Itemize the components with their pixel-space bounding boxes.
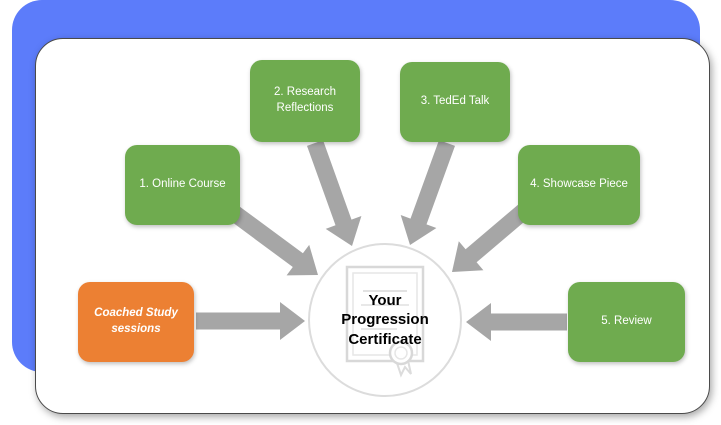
center-certificate-circle: Your Progression Certificate bbox=[308, 243, 462, 397]
center-title-line: Progression bbox=[341, 311, 429, 329]
node-label: 1. Online Course bbox=[139, 178, 226, 191]
certificate-icon bbox=[345, 265, 425, 378]
center-title-line: Certificate bbox=[348, 330, 422, 348]
node-research-reflections: 2. Research Reflections bbox=[250, 60, 360, 142]
node-label: 2. Research Reflections bbox=[273, 86, 336, 114]
node-label: Coached Study sessions bbox=[94, 307, 178, 335]
node-teded-talk: 3. TedEd Talk bbox=[400, 62, 510, 142]
center-title: Your Progression Certificate bbox=[341, 291, 429, 350]
node-review: 5. Review bbox=[568, 282, 685, 362]
node-label: 3. TedEd Talk bbox=[420, 95, 490, 108]
node-online-course: 1. Online Course bbox=[125, 145, 240, 225]
node-label: 5. Review bbox=[601, 315, 652, 328]
center-title-line: Your bbox=[368, 291, 402, 309]
node-showcase-piece: 4. Showcase Piece bbox=[518, 145, 640, 225]
node-label: 4. Showcase Piece bbox=[530, 178, 628, 191]
node-coached-study-sessions: Coached Study sessions bbox=[78, 282, 194, 362]
